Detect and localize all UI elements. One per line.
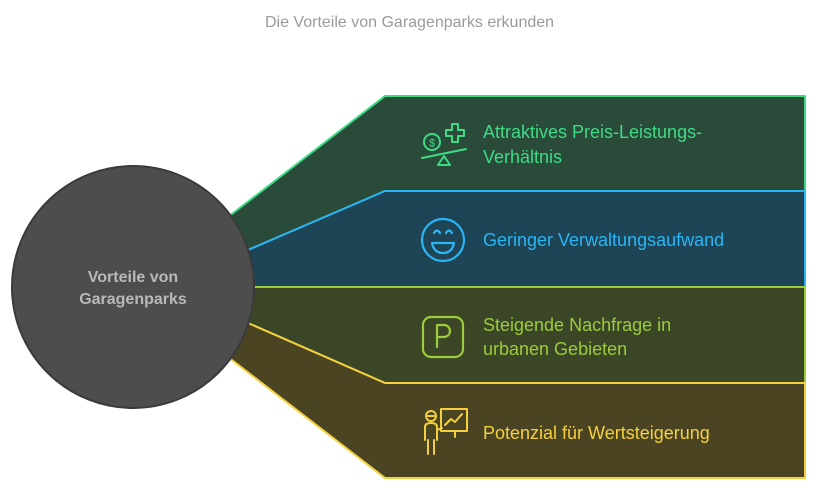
- smiley-face-icon: [420, 217, 466, 263]
- item-2-label: Geringer Verwaltungsaufwand: [483, 230, 724, 250]
- item-3-label-line2: urbanen Gebieten: [483, 339, 627, 359]
- item-4-label: Potenzial für Wertsteigerung: [483, 423, 710, 443]
- item-1-label-line2: Verhältnis: [483, 147, 562, 167]
- center-label-line2: Garagenparks: [79, 291, 187, 308]
- diagram-title: Die Vorteile von Garagenparks erkunden: [264, 14, 555, 31]
- item-1-label-line1: Attraktives Preis-Leistungs-: [483, 122, 702, 142]
- svg-text:$: $: [429, 138, 435, 150]
- parking-sign-icon: [421, 315, 465, 359]
- presentation-growth-icon: [424, 408, 468, 455]
- center-label-line1: Vorteile von: [88, 269, 178, 286]
- item-3-label-line1: Steigende Nachfrage in: [483, 315, 671, 335]
- price-balance-icon: $: [421, 123, 467, 166]
- center-circle: [11, 165, 255, 409]
